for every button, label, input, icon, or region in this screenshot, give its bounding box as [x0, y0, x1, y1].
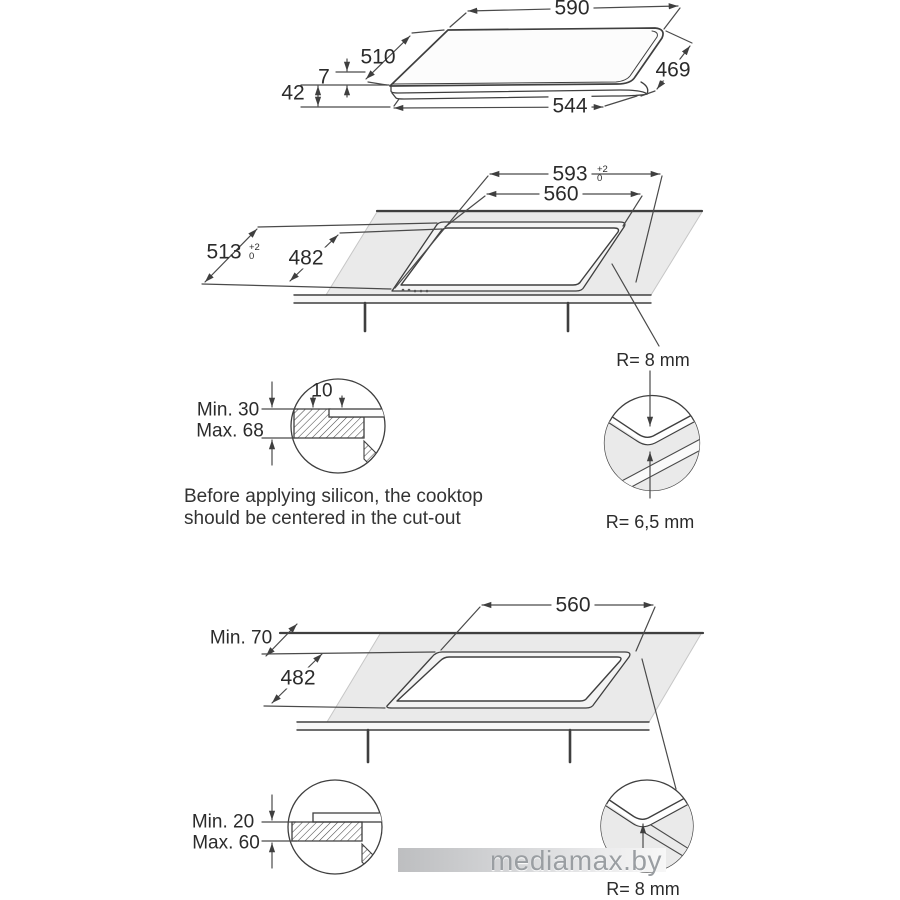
corner-edge-inner [604, 415, 700, 446]
dim-line-513 [204, 228, 258, 283]
dim-469-label: 469 [651, 59, 695, 81]
flush-cutout-drawing [201, 170, 704, 347]
dim-10-label: 10 [311, 380, 333, 402]
corner-edge-outer [601, 791, 693, 820]
cooktop-body-lower [391, 92, 648, 100]
dim-510-label: 510 [360, 45, 396, 69]
worktop-front-edge [293, 294, 652, 304]
surface-thickness-detail [261, 779, 383, 875]
radius-leader [641, 658, 677, 790]
dim-482-label: 482 [284, 247, 328, 269]
dim-590-label: 590 [550, 0, 594, 19]
watermark-text: mediamax.by [489, 845, 662, 876]
max-thickness-label: Max. 68 [196, 420, 264, 442]
dim-560-bottom-label: 560 [551, 594, 595, 616]
control-dots [401, 288, 429, 293]
cabinet-legs [366, 728, 572, 764]
dim-560-label: 560 [539, 183, 583, 205]
corner-edge-outer [604, 408, 700, 438]
cooktop-glass-top [389, 27, 664, 87]
glass-section [328, 408, 385, 418]
worktop-front-edge [296, 721, 650, 731]
glass-section [312, 812, 382, 823]
recess-step-band [616, 436, 700, 491]
cabinet-legs [363, 301, 570, 333]
dim-544-label: 544 [548, 95, 592, 117]
dim-line-min70 [265, 623, 298, 657]
cooktop-body-corner [640, 81, 649, 95]
flush-thickness-detail [261, 378, 386, 474]
dim-513-label: 513 [206, 240, 242, 264]
max-thickness-bottom-label: Max. 60 [192, 832, 260, 854]
radius-inner-label: R= 6,5 mm [605, 512, 695, 532]
silicon-note-line1: Before applying silicon, the cooktop [184, 486, 483, 507]
dim-593-label: 593 [548, 163, 592, 185]
radius-leader [611, 263, 660, 347]
cooktop-body-upper [390, 86, 648, 95]
recess-step-lines [615, 435, 700, 491]
radius-bottom-label: R= 8 mm [606, 879, 680, 899]
flush-corner-detail [603, 370, 701, 499]
min-70-label: Min. 70 [209, 627, 273, 649]
dim-line-510 [365, 35, 411, 80]
radius-outer-label: R= 8 mm [616, 350, 690, 370]
dim-482-bottom-label: 482 [276, 667, 320, 689]
cutout-hole [396, 656, 622, 702]
watermark-bar: mediamax.by [398, 845, 666, 876]
product-perspective-drawing [300, 3, 693, 112]
worktop-section [291, 821, 363, 842]
min-thickness-bottom-label: Min. 20 [191, 811, 255, 833]
cooktop-glass-inner-edge [392, 30, 658, 85]
silicon-note-line2: should be centered in the cut-out [184, 508, 461, 529]
dim-7-label: 7 [318, 65, 330, 89]
min-thickness-label: Min. 30 [196, 399, 260, 421]
silicon-note: Before applying silicon, the cooktop sho… [184, 486, 483, 530]
dim-42-label: 42 [281, 81, 305, 105]
surface-cutout-drawing [261, 601, 705, 790]
